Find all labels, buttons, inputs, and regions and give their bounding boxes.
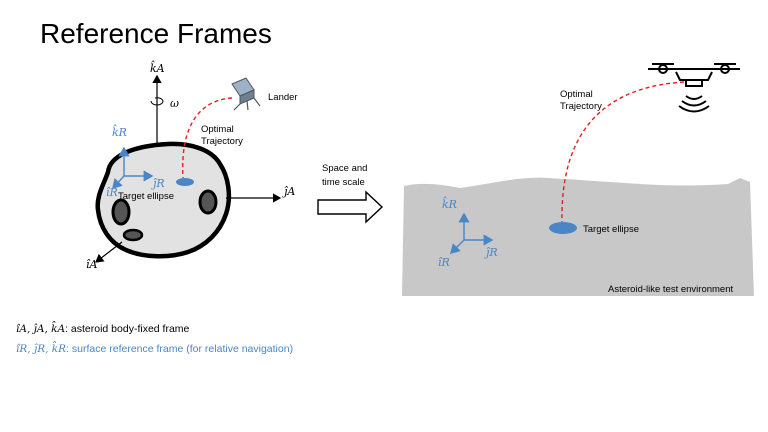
legend-surface-symbols: îR, ĵR, k̂R (16, 343, 67, 355)
optimal-trajectory-right (561, 81, 685, 223)
kR-label-right: k̂R (442, 197, 457, 211)
j-axis-label: ĵA (282, 185, 295, 198)
crater-right (198, 189, 218, 215)
drone-icon (648, 63, 740, 113)
trajectory-label-left-2: Trajectory (201, 136, 243, 147)
legend-surface-text: : surface reference frame (for relative … (66, 343, 294, 355)
i-axis-label: îA (86, 258, 98, 271)
omega-label: ω (170, 97, 179, 110)
i-axis-arrow (95, 241, 123, 263)
legend-body-text: : asteroid body-fixed frame (65, 323, 190, 335)
environment-label: Asteroid-like test environment (608, 284, 733, 295)
trajectory-label-left-1: Optimal (201, 124, 234, 135)
legend-body-symbols: îA, ĵA, k̂A (16, 323, 66, 335)
legend-surface-frame: îR, ĵR, k̂R: surface reference frame (fo… (16, 343, 293, 355)
optimal-trajectory-left (182, 97, 233, 179)
iR-label-right: îR (438, 256, 450, 269)
iR-label-left: îR (106, 186, 118, 199)
crater-left (111, 198, 131, 226)
legend-body-frame: îA, ĵA, k̂A: asteroid body-fixed frame (16, 323, 189, 335)
asteroid-group (95, 141, 232, 259)
scale-label-1: Space and (322, 163, 367, 174)
scale-arrow (317, 190, 384, 224)
jR-label-right: ĵR (484, 246, 498, 259)
target-label-left: Target ellipse (118, 191, 174, 202)
trajectory-label-right-1: Optimal (560, 89, 593, 100)
trajectory-label-right-2: Trajectory (560, 101, 602, 112)
page-title: Reference Frames (40, 18, 272, 49)
lander-label: Lander (268, 92, 298, 103)
iR-arrow-left (112, 175, 125, 190)
iR-arrow-right (450, 239, 465, 254)
rotation-icon (150, 97, 164, 106)
k-axis-label: k̂A (150, 61, 165, 75)
lander-icon (231, 77, 261, 111)
scale-label-2: time scale (322, 177, 365, 188)
crater-bottom (122, 228, 144, 242)
jR-label-left: ĵR (151, 177, 165, 190)
kR-label-left: k̂R (112, 125, 127, 139)
test-environment-ground (402, 177, 754, 296)
target-label-right: Target ellipse (583, 224, 639, 235)
asteroid-body (95, 141, 232, 259)
target-ellipse-left (176, 178, 194, 186)
target-ellipse-right (549, 222, 577, 234)
